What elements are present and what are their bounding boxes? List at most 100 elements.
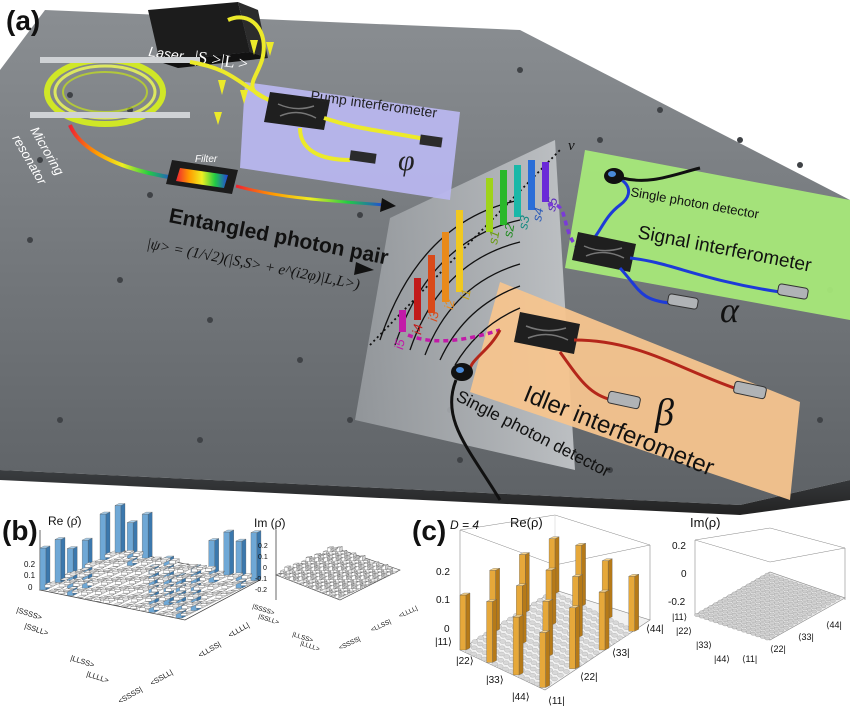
b-im-cell [382,571,389,574]
c-re-bump [497,664,504,669]
c-im-bump [760,622,766,626]
signal-phase-symbol: α [720,290,740,330]
c-re-bump [590,616,598,622]
b-im-cell [326,590,333,595]
c-im-bump [731,604,738,609]
c-im-bump [703,616,709,620]
c-im-bump [764,598,770,602]
b-re-bar [166,582,177,585]
c-re-bump [503,654,510,659]
b-im-cell [327,554,334,556]
c-im-bump [736,606,742,610]
c-re-bump [563,663,571,668]
b-re-right-0: <SSSS| [117,685,144,706]
c-re-bump [558,608,565,613]
c-im-bump [717,608,723,612]
c-im-bump [736,627,742,631]
c-im-bump [830,594,836,599]
c-re-bump [526,651,533,657]
b-im-tick-1: 0.1 [258,554,268,561]
c-im-bump [783,608,789,613]
c-im-bump [811,605,817,610]
b-im-left-3: |LLLL> [299,640,320,653]
c-re-bump [563,669,570,674]
b-im-tick-2: 0 [263,565,267,572]
c-im-bump [783,625,789,630]
c-im-bump [722,605,728,610]
panel-b-im-left-labels: |SSSS> |SSLL> |LLSS> |LLLL> [251,603,320,653]
c-im-bump [755,595,761,599]
c-re-bump [500,633,507,638]
c-im-bump [778,620,784,624]
c-re-bump [524,670,531,675]
panel-b-im-right-labels: <SSSS| <LLSS| <LLLL| [338,605,419,652]
c-im-bump [792,595,798,599]
c-im-bump [788,614,794,619]
c-im-bump [708,609,714,613]
idler-interferometer-chip [468,312,767,410]
c-re-bump [612,620,619,625]
signal-box [565,150,850,320]
c-re-bump [611,633,618,638]
c-re-bump [532,641,539,647]
c-im-bump [760,609,766,614]
c-im-bump [783,604,789,609]
b-im-cell [320,572,327,575]
panel-b-re-right-labels: <SSSS| <SSLL| <LLSS| <LLLL| [117,620,251,705]
c-im-bump [717,612,723,617]
c-im-bump [764,606,770,611]
c-re-bump [533,629,541,634]
b-im-cell [275,573,283,576]
c-im-bump [816,607,822,611]
c-im-bump [821,600,827,604]
c-im-bump [769,587,775,591]
c-im-bump [774,614,780,618]
c-re-bump [589,629,596,634]
b-im-cell [323,563,331,566]
c-im-bump [727,598,733,603]
c-re-bar [628,574,639,632]
c-im-bump [792,599,798,603]
c-im-bump [746,621,752,626]
c-im-bump [755,608,761,612]
b-im-cell [305,556,313,562]
c-im-bump [750,581,756,585]
b-im-tick-0: 0.2 [258,543,268,550]
c-re-bump [560,641,567,647]
c-im-bump [750,619,756,623]
c-re-left-0: |11⟩ [435,637,452,648]
b-re-bar [127,594,138,598]
c-re-bump [581,651,589,657]
idler-label-i2: i2 [441,297,458,310]
c-im-bump [821,604,827,608]
c-im-bump [816,590,822,594]
c-im-bump [806,599,813,604]
c-im-bump [816,598,822,603]
c-im-bump [783,600,789,604]
b-im-cell [297,563,304,566]
c-im-bump [746,587,752,592]
panel-c-label: (c) [412,515,446,546]
panel-c: (c) D = 4 Re(ρ) Im(ρ) 0.2 0.1 0 |11⟩ |22… [412,514,846,707]
c-im-bump [774,580,780,584]
c-im-right-3: ⟨44| [826,620,842,630]
c-im-bump [811,609,817,614]
c-im-bump [746,600,752,605]
c-re-bump [617,629,624,634]
b-re-bar [151,556,162,561]
c-re-bump [527,633,535,638]
b-re-left-1: |SSLL> [23,621,50,637]
b-im-cell [386,567,393,572]
b-im-cell [315,563,322,566]
c-re-bump [506,623,514,628]
b-re-bar [123,550,135,555]
c-im-bump [802,606,808,611]
b-im-cell [346,561,353,567]
c-im-bump [764,628,770,632]
b-im-cell [345,553,352,556]
b-re-bar [180,581,191,584]
c-im-right-0: ⟨11| [742,654,757,664]
c-im-bump [760,613,766,618]
b-re-bar [99,511,111,561]
c-im-left-1: |22⟩ [676,626,692,636]
